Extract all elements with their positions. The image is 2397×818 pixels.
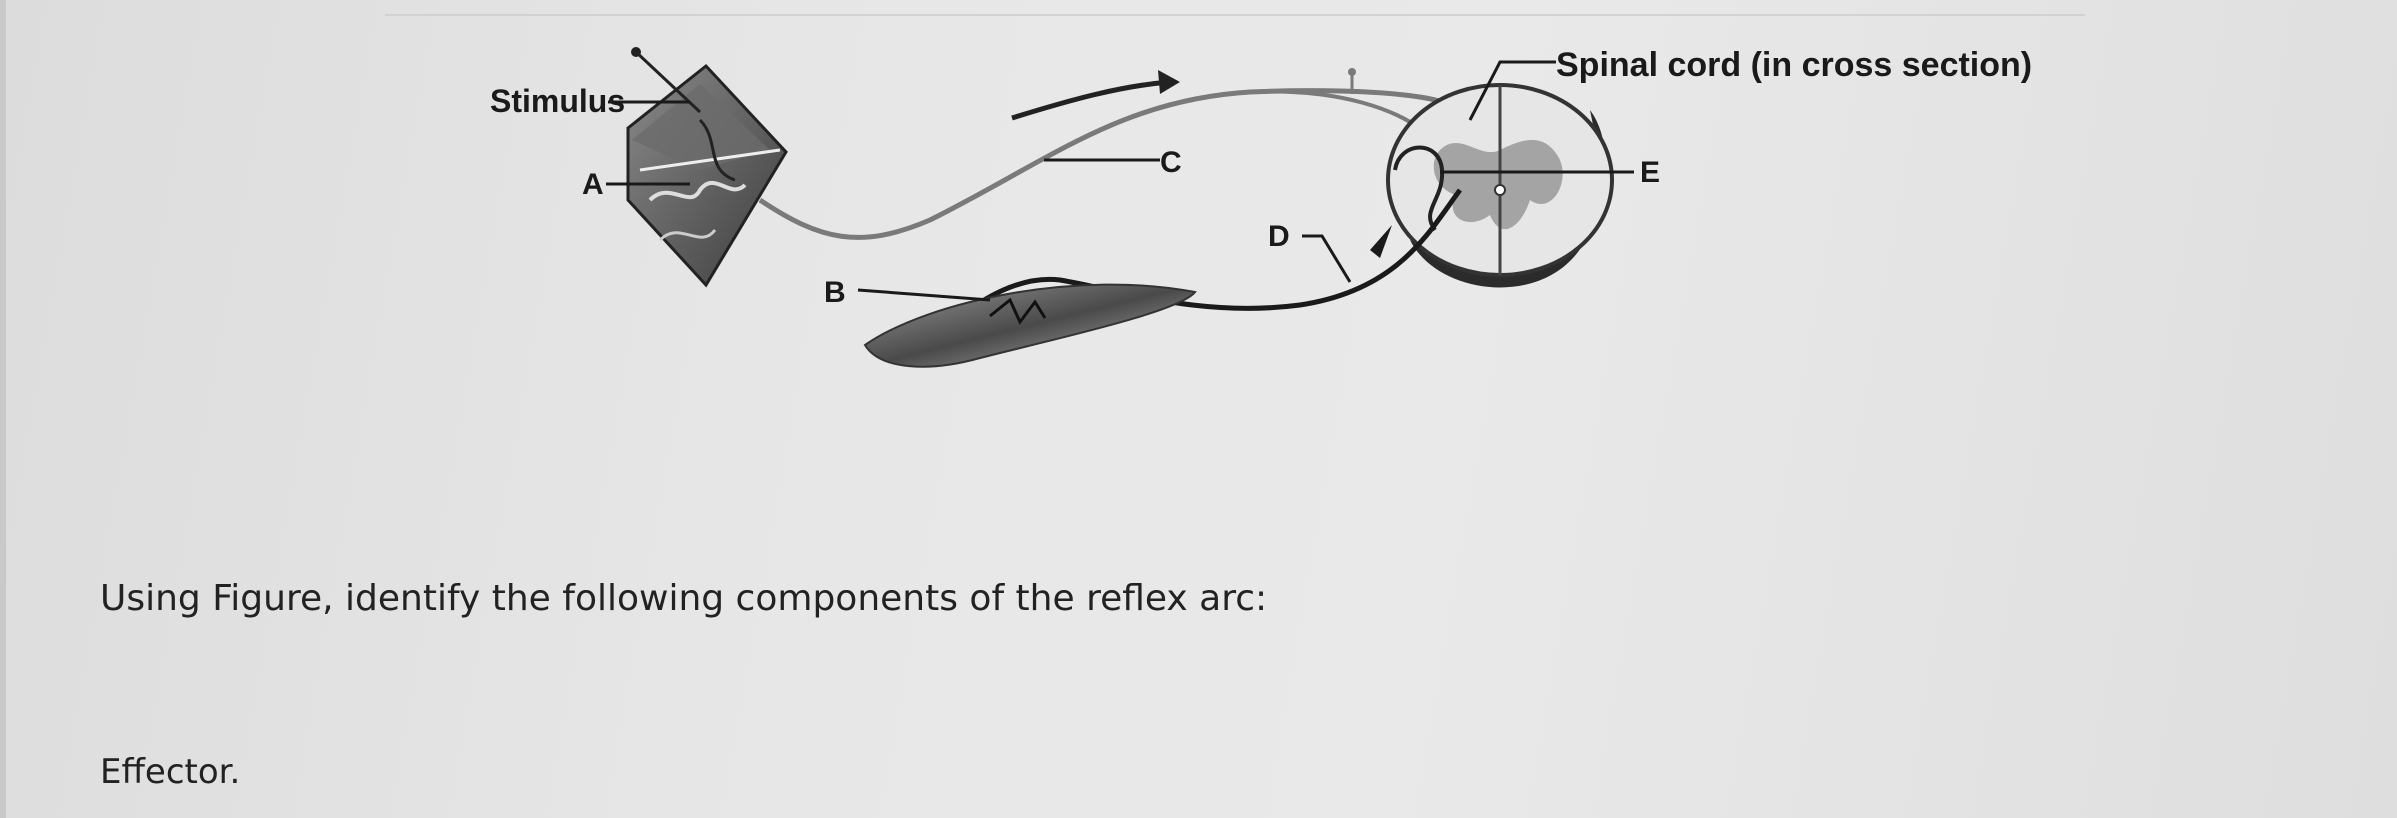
label-stimulus: Stimulus	[490, 83, 625, 119]
motor-neuron	[958, 188, 1463, 320]
component-item-effector: Effector.	[100, 752, 241, 792]
top-divider	[385, 14, 2085, 16]
label-c: C	[1160, 146, 1182, 179]
page-edge	[0, 0, 6, 818]
d-leader	[1302, 234, 1352, 283]
sensory-neuron	[758, 88, 1457, 240]
direction-arrow	[1011, 70, 1180, 121]
label-b: B	[824, 276, 846, 309]
label-e: E	[1640, 156, 1660, 189]
spinal-cord-leader	[1468, 60, 1556, 121]
skin-receptor-block	[626, 63, 788, 288]
b-leader	[857, 288, 991, 302]
label-a: A	[582, 168, 604, 201]
sensory-neuron-to-cord	[1249, 89, 1430, 137]
label-spinal-cord: Spinal cord (in cross section)	[1556, 46, 2032, 84]
spinal-cord-cross-section	[1386, 83, 1614, 288]
question-text: Using Figure, identify the following com…	[100, 578, 1268, 619]
motor-arrowhead	[1370, 225, 1392, 258]
sensory-soma	[1348, 68, 1356, 76]
muscle	[863, 283, 1197, 368]
reflex-arc-diagram: Stimulus A B C D Spinal cord (in cross s…	[490, 46, 2032, 368]
leader-lines	[606, 60, 1634, 302]
label-d: D	[1268, 220, 1290, 253]
